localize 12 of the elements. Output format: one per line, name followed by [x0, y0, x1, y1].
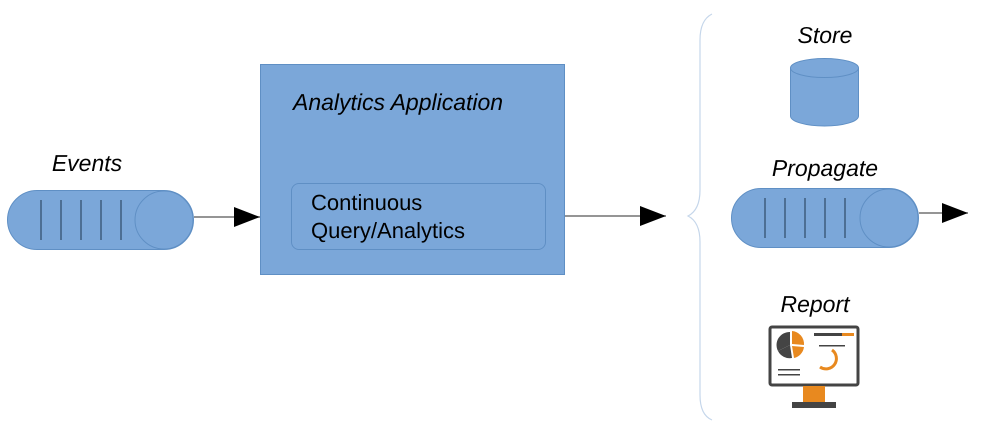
curly-brace — [687, 14, 713, 421]
node-label: Store — [796, 22, 854, 49]
arrow — [565, 206, 666, 226]
process-box — [291, 183, 546, 250]
node-label: Propagate — [770, 155, 880, 182]
application-panel — [260, 64, 565, 275]
arrow — [194, 207, 260, 227]
panel-title: Analytics Application — [293, 89, 504, 116]
node-label: Report — [779, 291, 852, 318]
node-label: Events — [50, 150, 124, 177]
arrow — [919, 203, 968, 223]
process-label: Continuous Query/Analytics — [311, 189, 466, 245]
